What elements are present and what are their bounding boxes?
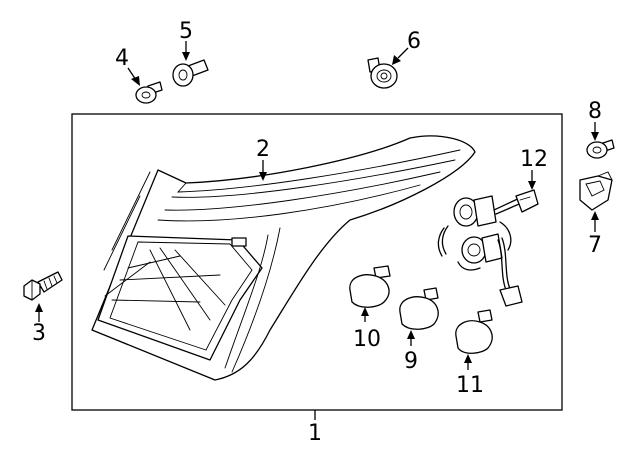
callout-10: 10 (353, 307, 381, 352)
bulb-part-11 (455, 309, 493, 354)
callout-label-5: 5 (179, 19, 193, 44)
callout-3: 3 (32, 303, 46, 346)
callout-6: 6 (392, 29, 421, 65)
socket-harness-part-12 (437, 189, 539, 307)
callout-7: 7 (588, 211, 602, 258)
callout-11: 11 (456, 354, 484, 398)
callout-label-6: 6 (407, 29, 421, 54)
screw-part-4 (135, 81, 163, 104)
bulb-part-9 (399, 287, 439, 330)
clip-part-6 (367, 57, 398, 89)
bolt-part-3 (23, 271, 63, 301)
callout-label-4: 4 (115, 46, 129, 71)
callout-label-9: 9 (404, 349, 418, 374)
callout-label-2: 2 (256, 137, 270, 162)
callout-label-11: 11 (456, 373, 484, 398)
callout-12: 12 (520, 147, 548, 190)
callout-8: 8 (588, 99, 602, 141)
assembly-frame (71, 113, 563, 411)
callout-label-3: 3 (32, 321, 46, 346)
callout-label-8: 8 (588, 99, 602, 124)
grommet-part-5 (172, 59, 209, 87)
callout-label-1: 1 (308, 421, 322, 446)
bulb-part-10 (349, 265, 391, 308)
callout-9: 9 (404, 330, 418, 374)
callout-label-12: 12 (520, 147, 548, 172)
bracket-nut-part-7 (579, 171, 613, 211)
callout-1: 1 (308, 410, 322, 446)
callout-5: 5 (179, 19, 193, 61)
callout-2: 2 (256, 137, 270, 181)
tail-lamp-housing (91, 135, 476, 381)
callout-4: 4 (115, 46, 140, 86)
screw-part-8 (586, 139, 615, 159)
callout-label-7: 7 (588, 233, 602, 258)
callout-label-10: 10 (353, 327, 381, 352)
